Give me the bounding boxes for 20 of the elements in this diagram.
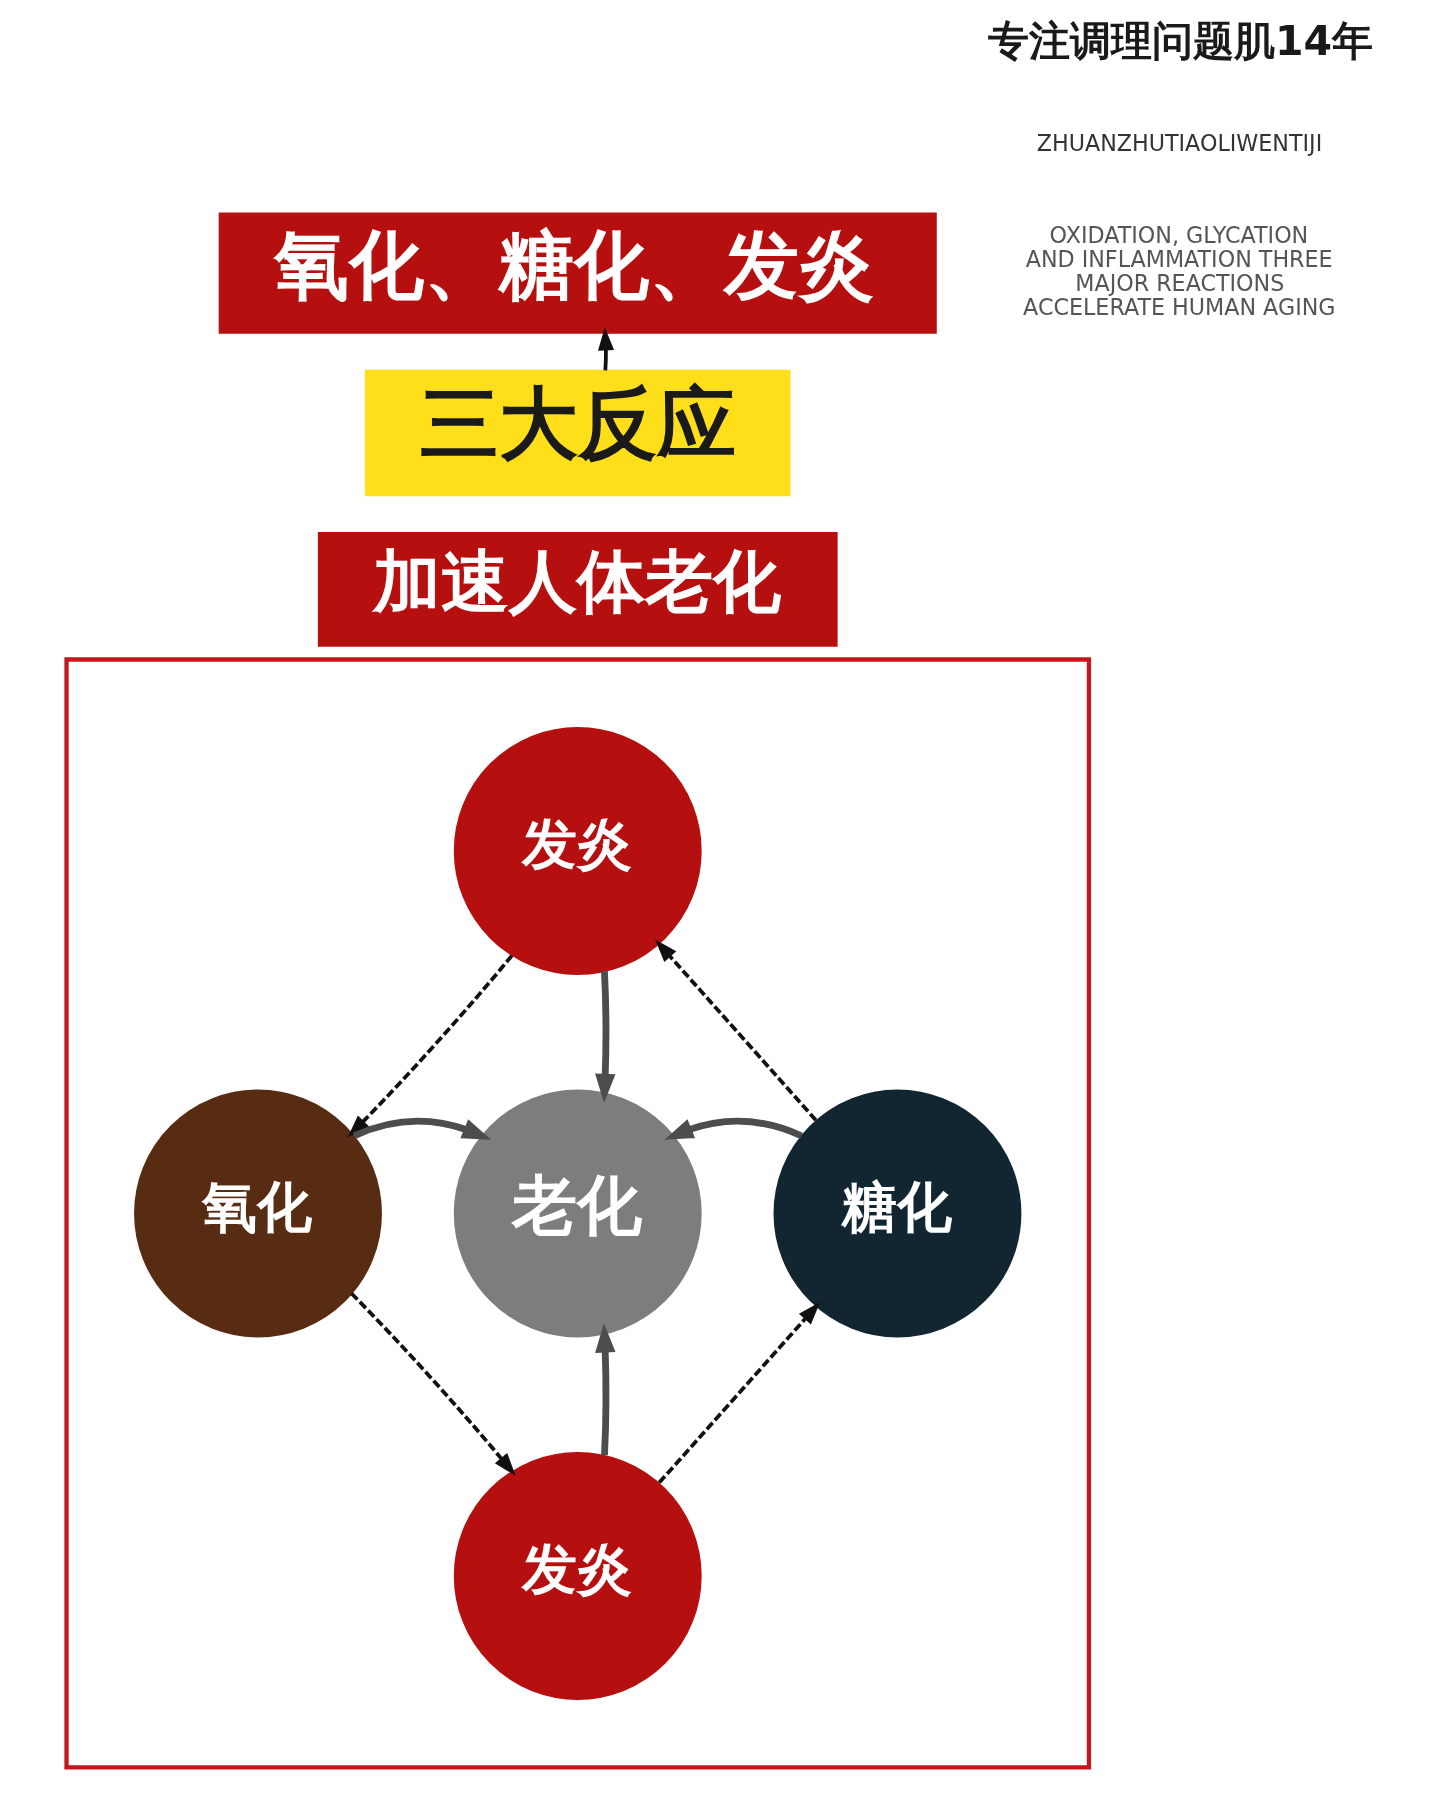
node-circle: 糖化	[773, 1089, 1021, 1338]
label: OXIDATION, GLYCATION AND INFLAMMATION THREE MAJOR REACTIONS ACCELERATE HUMAN AGING	[1022, 221, 1336, 320]
arrow	[657, 1301, 820, 1484]
arrow	[654, 939, 817, 1122]
arrow	[349, 1292, 516, 1476]
arrow	[347, 954, 513, 1138]
node-circle: 老化	[453, 1089, 702, 1338]
label: ZHUANZHUTIAOLIWENTIJI	[1036, 129, 1322, 156]
node-box: 氧化、糖化、发炎	[218, 212, 937, 334]
arrow	[594, 971, 615, 1104]
arrow	[352, 1117, 491, 1140]
arrow	[594, 1323, 615, 1456]
arrow	[597, 327, 614, 371]
label: 专注调理问题肌14年	[987, 16, 1373, 65]
cluster	[63, 657, 1091, 1770]
arrow	[663, 1117, 803, 1140]
node-circle: 氧化	[133, 1089, 382, 1338]
node-box: 加速人体老化	[317, 532, 838, 647]
node-box: 三大反应	[364, 369, 791, 497]
node-circle: 发炎	[453, 727, 702, 975]
